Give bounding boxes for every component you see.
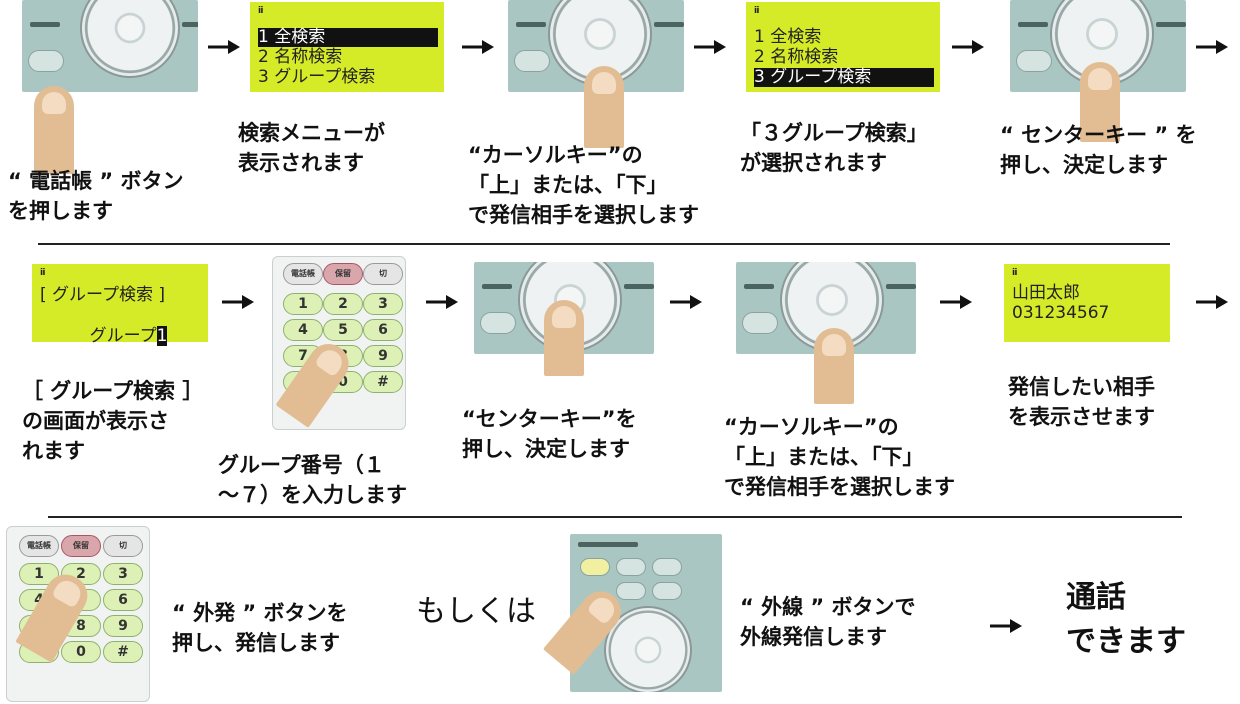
caption-enter-group-number: グループ番号（１ ～７）を入力します (218, 453, 407, 507)
caption-group-screen: ［ グループ検索 ］ の画面が表示さ れます (22, 379, 204, 463)
caption-center-confirm: “ センターキー ” を 押し、決定します (1000, 123, 1197, 177)
lcd-search-menu: ⅱ 1 全検索 2 名称検索 3 グループ検索 (250, 2, 444, 92)
group-number-cursor: 1 (156, 326, 168, 346)
lcd-group-search: ⅱ [ グループ検索 ] グループ1 (32, 264, 208, 346)
end-key: 切 (103, 535, 143, 557)
caption-cursor-select-2: “カーソルキー”の 「上」または、「下」 で発信相手を選択します (724, 415, 955, 499)
finger-icon (814, 328, 854, 404)
end-key: 切 (363, 263, 403, 285)
arrow-right-icon (952, 37, 984, 57)
key-9: 9 (103, 615, 143, 637)
caption-press-outside-call: “ 外発 ” ボタンを 押し、発信します (172, 601, 348, 655)
arrow-right-icon (426, 292, 458, 312)
hold-key: 保留 (323, 263, 363, 285)
divider (48, 516, 1182, 518)
group-number-row: グループ1 (68, 308, 168, 365)
caption-menu-shown: 検索メニューが 表示されます (238, 121, 385, 175)
arrow-right-icon (1196, 292, 1228, 312)
divider (38, 243, 1170, 245)
menu-item-name: 2 名称検索 (754, 47, 839, 67)
key-1: 1 (283, 293, 323, 315)
key-hash: # (103, 641, 143, 663)
arrow-right-icon (208, 37, 240, 57)
menu-item-all: 1 全検索 (258, 28, 438, 47)
phonebook-key: 電話帳 (283, 263, 323, 285)
finger-icon (584, 66, 624, 148)
arrow-right-icon (940, 292, 972, 312)
finger-icon (34, 86, 74, 174)
key-9: 9 (363, 345, 403, 367)
remote-photo-phonebook (22, 0, 198, 92)
finger-icon (1080, 62, 1120, 142)
group-search-title: [ グループ検索 ] (40, 285, 166, 305)
arrow-right-icon (462, 37, 494, 57)
finger-icon (544, 300, 584, 376)
or-text: もしくは (416, 594, 536, 629)
arrow-right-icon (990, 616, 1022, 636)
menu-item-group-selected: 3 グループ検索 (754, 68, 934, 87)
key-3: 3 (363, 293, 403, 315)
key-6: 6 (363, 319, 403, 341)
caption-cursor-select: “カーソルキー”の 「上」または、「下」 で発信相手を選択します (468, 143, 699, 227)
arrow-right-icon (222, 292, 254, 312)
menu-item-group: 3 グループ検索 (258, 67, 376, 87)
arrow-right-icon (670, 292, 702, 312)
lcd-contact: ⅱ 山田太郎 031234567 (1004, 264, 1170, 342)
arrow-right-icon (1196, 37, 1228, 57)
key-5: 5 (323, 319, 363, 341)
menu-item-name: 2 名称検索 (258, 47, 343, 67)
key-3: 3 (103, 563, 143, 585)
group-label: グループ (89, 326, 157, 346)
key-1: 1 (19, 563, 59, 585)
arrow-right-icon (694, 37, 726, 57)
key-0: 0 (61, 641, 101, 663)
caption-outside-line: “ 外線 ” ボタンで 外線発信します (740, 595, 916, 649)
caption-center-confirm-2: “センターキー”を 押し、決定します (462, 407, 637, 461)
call-possible-text: 通話 できます (1066, 580, 1186, 659)
key-4: 4 (283, 319, 323, 341)
contact-number: 031234567 (1012, 303, 1110, 323)
caption-show-contact: 発信したい相手 を表示させます (1008, 375, 1155, 429)
hold-key: 保留 (61, 535, 101, 557)
key-hash: # (363, 371, 403, 393)
contact-name: 山田太郎 (1012, 283, 1080, 303)
lcd-group-selected: ⅱ 1 全検索 2 名称検索 3 グループ検索 (746, 2, 940, 92)
phonebook-key: 電話帳 (19, 535, 59, 557)
caption-press-phonebook: “ 電話帳 ” ボタン を押します (8, 169, 184, 223)
menu-item-all: 1 全検索 (754, 27, 822, 47)
key-6: 6 (103, 589, 143, 611)
caption-group-selected: 「３グループ検索」 が選択されます (740, 121, 928, 175)
key-2: 2 (323, 293, 363, 315)
